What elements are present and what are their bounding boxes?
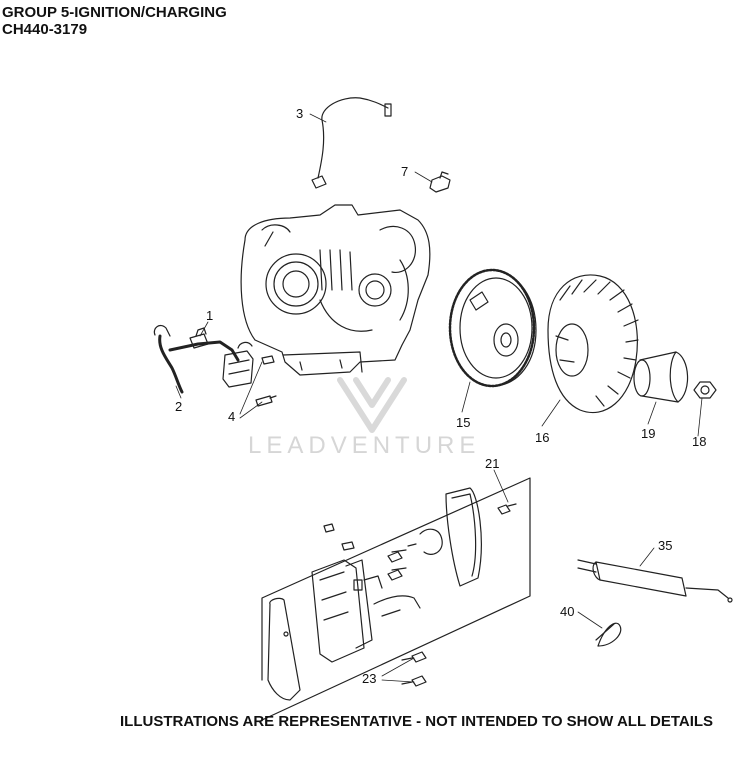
control-panel-parts[interactable] [267, 487, 482, 701]
ignition-module[interactable] [222, 341, 254, 388]
part-1-spark-plug[interactable] [189, 327, 209, 349]
part-23-screws[interactable] [401, 651, 427, 687]
part-7-bracket[interactable] [429, 171, 451, 193]
callout-35: 35 [658, 538, 672, 553]
part-4-wire[interactable] [311, 97, 392, 189]
callout-21: 21 [485, 456, 499, 471]
disclaimer-footer: ILLUSTRATIONS ARE REPRESENTATIVE - NOT I… [120, 713, 714, 730]
part-19-cup[interactable] [633, 351, 689, 403]
callout-23: 23 [362, 671, 376, 686]
watermark-text: LEADVENTURE [248, 432, 480, 459]
callout-16: 16 [535, 430, 549, 445]
callout-1: 1 [206, 308, 213, 323]
part-35-rectifier[interactable] [577, 559, 733, 603]
part-15-flywheel[interactable] [448, 268, 537, 388]
callout-19: 19 [641, 426, 655, 441]
part-16-fan[interactable] [547, 274, 639, 414]
part-18-nut[interactable] [693, 381, 717, 399]
part-3-screws[interactable] [255, 355, 277, 407]
callout-7: 7 [401, 164, 408, 179]
callout-15: 15 [456, 415, 470, 430]
watermark-logo [337, 377, 407, 433]
part-40-cable-tie[interactable] [595, 622, 622, 647]
callout-leader-lines [175, 113, 703, 683]
page-title: GROUP 5-IGNITION/CHARGING [2, 4, 227, 21]
callout-40: 40 [560, 604, 574, 619]
engine-crankcase[interactable] [240, 204, 431, 376]
model-number: CH440-3179 [2, 21, 88, 38]
part-21-bolt[interactable] [497, 503, 517, 515]
callout-4: 3 [296, 106, 303, 121]
callout-labels: 3 7 1 2 4 15 16 19 18 21 35 40 23 [175, 106, 706, 686]
callout-18: 18 [692, 434, 706, 449]
callout-2: 2 [175, 399, 182, 414]
callout-3: 4 [228, 409, 235, 424]
control-panel-assembly-outline [261, 477, 531, 721]
